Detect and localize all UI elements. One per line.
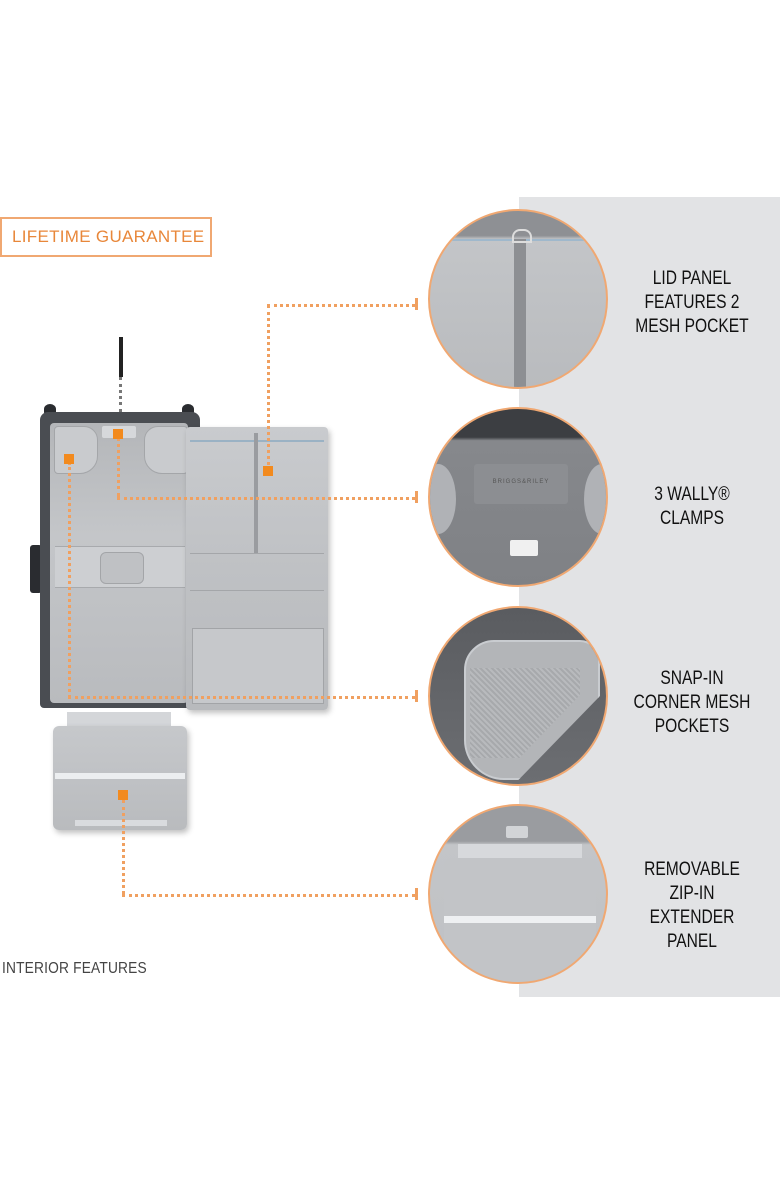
marker-3-icon [64,454,74,464]
extender-hinge [67,712,171,726]
chain-icon [119,377,122,412]
marker-4-icon [118,790,128,800]
leader-line-1-vertical [267,305,270,465]
lid-bottom-pocket [192,628,324,704]
leader-line-4-horizontal [122,894,415,897]
marker-2-icon [113,429,123,439]
strap-pad [100,552,144,584]
feature-circle-wally-clamps: BRIGGS&RILEY [428,407,608,587]
handle-icon [119,337,123,377]
side-handle-icon [30,545,42,593]
marker-1-icon [263,466,273,476]
leader-line-2-horizontal [117,497,415,500]
feature-label-lid-panel: LID PANEL FEATURES 2 MESH POCKET [635,268,749,337]
extender-stripe [55,773,185,779]
leader-line-2-vertical [117,437,120,497]
zipper-detail-icon [430,211,606,387]
feature-circle-mesh-pockets [428,606,608,786]
extender-handle [75,820,167,826]
feature-label-extender-panel: REMOVABLE ZIP-IN EXTENDER PANEL [644,859,740,952]
leader-line-1-horizontal [267,304,415,307]
corner-pocket-left [54,426,98,474]
mesh-pocket-detail-icon [430,608,606,784]
corner-pocket-right [144,426,188,474]
lifetime-guarantee-badge: LIFETIME GUARANTEE [0,217,212,257]
leader-line-1-cap [415,298,418,310]
brand-label-detail-icon: BRIGGS&RILEY [430,409,606,585]
feature-label-wally-clamps: 3 WALLY® CLAMPS [654,484,730,529]
leader-line-4-vertical [122,800,125,894]
wheel-icon [44,404,56,414]
lid-divider [190,553,324,554]
lid-vertical-zipper [254,433,258,553]
lid-divider [190,590,324,591]
leader-line-3-cap [415,690,418,702]
leader-line-3-vertical [68,462,71,698]
feature-circle-lid-panel [428,209,608,389]
leader-line-2-cap [415,491,418,503]
wheel-icon [182,404,194,414]
feature-circle-extender-panel [428,804,608,984]
extender-panel-detail-icon [430,806,606,982]
leader-line-3-horizontal [68,696,415,699]
feature-label-mesh-pockets: SNAP-IN CORNER MESH POCKETS [633,668,751,737]
section-label-interior-features: INTERIOR FEATURES [2,960,147,977]
leader-line-4-cap [415,888,418,900]
